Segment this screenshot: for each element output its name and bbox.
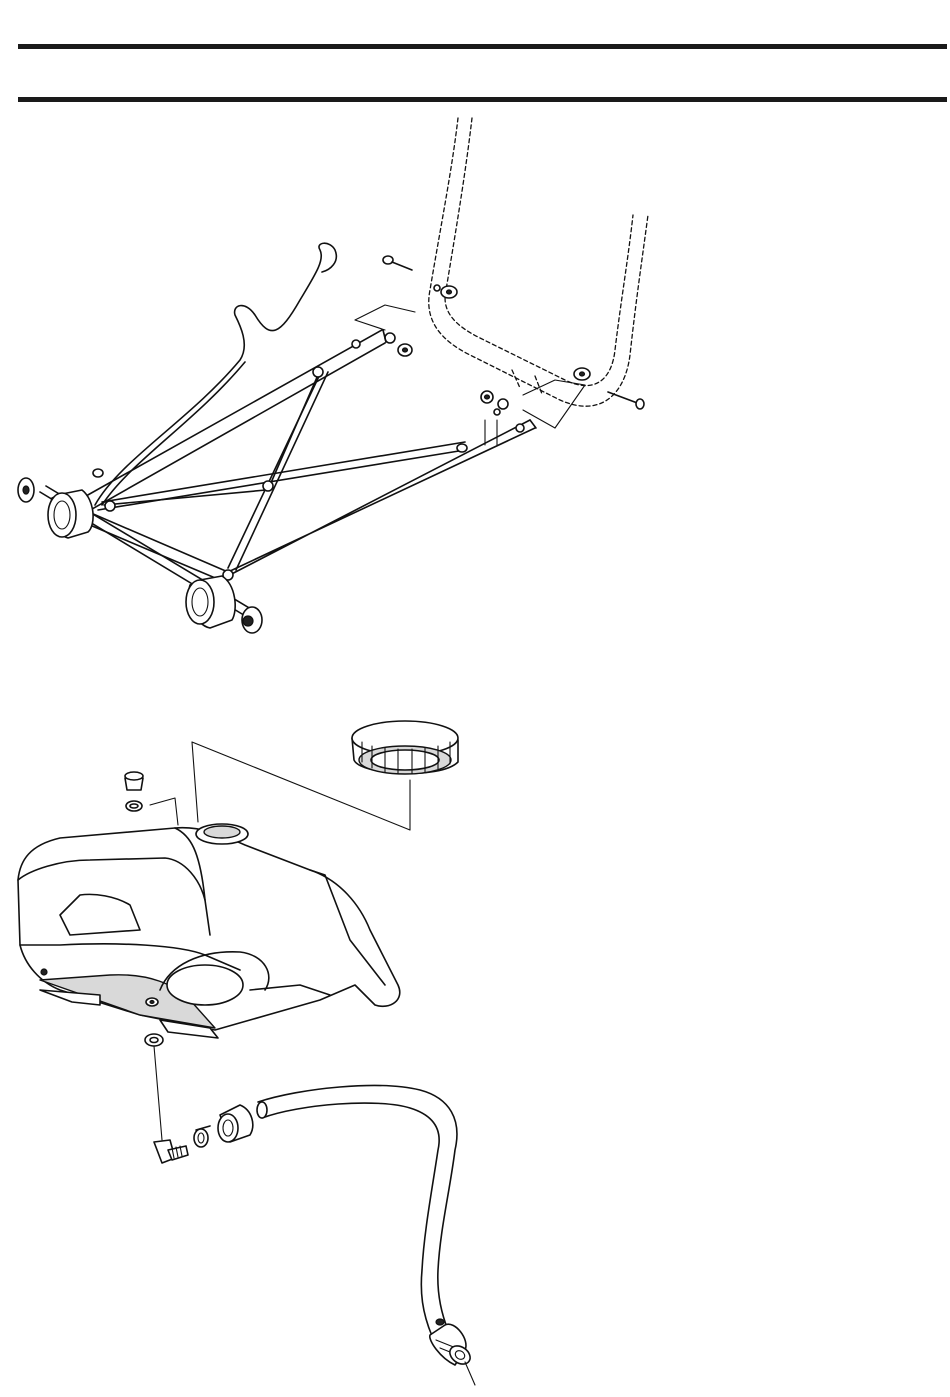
vent-plug-icon bbox=[125, 772, 143, 811]
fuel-hose-icon bbox=[257, 1086, 457, 1336]
tank-icon bbox=[18, 824, 400, 1038]
filter-icon bbox=[430, 1319, 475, 1385]
hose-clamp-icon bbox=[194, 1126, 210, 1147]
fuel-cap-icon bbox=[352, 721, 458, 774]
fitting-icon bbox=[218, 1105, 253, 1142]
